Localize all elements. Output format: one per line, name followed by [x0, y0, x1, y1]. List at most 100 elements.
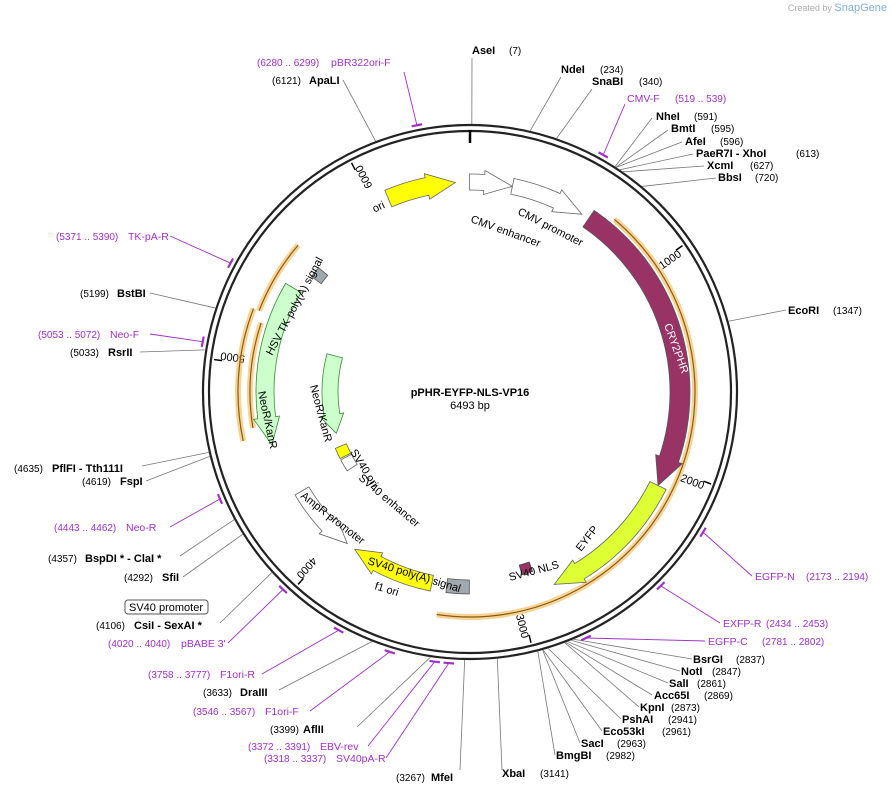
feature-cmv-promoter: [510, 178, 583, 215]
primer-f1ori-r[interactable]: (3758 .. 3777)F1ori-R: [148, 669, 255, 681]
svg-text:(2963): (2963): [617, 739, 646, 750]
site-acc65I[interactable]: Acc65I(2869): [654, 690, 733, 702]
svg-text:(2873): (2873): [671, 703, 700, 714]
site-leader-6: [619, 153, 694, 171]
site-ndeI[interactable]: NdeI(234): [561, 64, 623, 76]
svg-text:AflII: AflII: [303, 724, 324, 736]
svg-text:(3267): (3267): [396, 773, 425, 784]
svg-text:(519 .. 539): (519 .. 539): [675, 94, 726, 105]
site-rsrII[interactable]: (5033)RsrII: [70, 347, 132, 359]
site-aseI[interactable]: AseI(7): [472, 45, 521, 57]
site-notI[interactable]: NotI(2847): [681, 666, 741, 678]
primer-sv40pa-r[interactable]: (3318 .. 3337) SV40pA-R: [264, 753, 386, 765]
svg-text:(2869): (2869): [704, 691, 733, 702]
svg-text:F1ori-F: F1ori-F: [265, 706, 299, 718]
tick-mark-4000: [297, 577, 305, 585]
svg-text:(3399): (3399): [270, 725, 299, 736]
primer-leader-4: [586, 637, 706, 642]
svg-text:(2861): (2861): [697, 679, 726, 690]
svg-text:(595): (595): [711, 124, 734, 135]
site-aflII[interactable]: (3399) AflII: [270, 724, 324, 736]
site-tth111I[interactable]: (4635)PflFI - Tth111I: [14, 463, 123, 475]
feature-cmv-enhancer: [468, 169, 514, 195]
primer-mark-8: [333, 626, 344, 634]
svg-text:SV40pA-R: SV40pA-R: [336, 753, 386, 765]
site-apalI[interactable]: (6121)ApaLI: [272, 75, 340, 87]
primer-egfp-c[interactable]: EGFP-C(2781 .. 2802): [708, 636, 824, 648]
svg-text:(6121): (6121): [272, 76, 301, 87]
primer-mark-0: [411, 123, 423, 128]
site-xcmI[interactable]: XcmI(627): [707, 160, 773, 172]
svg-text:BstBI: BstBI: [117, 288, 146, 300]
primer-ebv-rev[interactable]: (3372 .. 3391)EBV-rev: [248, 741, 359, 753]
site-kpnI[interactable]: KpnI(2873): [640, 702, 700, 714]
site-xhoI[interactable]: PaeR7I - XhoI(613): [696, 148, 819, 160]
svg-text:CMV-F: CMV-F: [627, 93, 660, 105]
site-bmgbI[interactable]: BmgBI(2982): [556, 750, 635, 762]
svg-text:(627): (627): [750, 161, 773, 172]
site-draIII[interactable]: (3633)DraIII: [203, 687, 268, 699]
svg-text:PflFI - Tth111I: PflFI - Tth111I: [52, 463, 123, 475]
primer-mark-2: [699, 527, 707, 538]
svg-text:Neo-F: Neo-F: [110, 329, 139, 341]
site-sacI[interactable]: SacI(2963): [581, 738, 646, 750]
primer-egfp-n[interactable]: EGFP-N(2173 .. 2194): [755, 571, 868, 583]
credit-prefix: Created by: [787, 3, 832, 13]
site-leader-19: [496, 658, 503, 771]
site-eco53kI[interactable]: Eco53kI(2961): [603, 726, 691, 738]
backbone-outer-ring: [201, 123, 739, 661]
svg-text:(2982): (2982): [606, 751, 635, 762]
site-bbsI[interactable]: BbsI(720): [718, 172, 778, 184]
site-pshaI[interactable]: PshAI(2941): [622, 714, 697, 726]
site-bsrgI[interactable]: BsrGI(2837): [693, 654, 765, 666]
svg-text:(4292): (4292): [124, 573, 153, 584]
svg-text:(2434 .. 2453): (2434 .. 2453): [766, 619, 828, 630]
primer-f1ori-f[interactable]: (3546 .. 3567)F1ori-F: [193, 706, 299, 718]
primer-leader-2: [702, 531, 753, 577]
site-afeI[interactable]: AfeI (596): [685, 136, 743, 148]
svg-text:(7): (7): [509, 46, 521, 57]
site-sexaI[interactable]: (4106)CsiI - SexAI *: [96, 620, 203, 632]
svg-text:(6280 .. 6299): (6280 .. 6299): [257, 58, 319, 69]
site-leader-22: [278, 641, 373, 691]
primer-exfp-r[interactable]: EXFP-R (2434 .. 2453): [723, 618, 828, 630]
site-xbaI[interactable]: XbaI(3141): [502, 768, 569, 780]
site-leader-5: [615, 141, 683, 168]
primer-cmv-f[interactable]: CMV-F (519 .. 539): [627, 93, 726, 105]
feature-ampr-promoter: [294, 486, 348, 545]
site-ecorI[interactable]: EcoRI(1347): [788, 305, 862, 317]
site-mfeI[interactable]: (3267)MfeI: [396, 772, 453, 784]
svg-text:AfeI: AfeI: [685, 136, 706, 148]
primer-neo-f[interactable]: (5053 .. 5072)Neo-F: [38, 329, 139, 341]
primer-leader-7: [309, 651, 391, 712]
primer-mark-11: [200, 336, 205, 348]
site-claI[interactable]: (4357)BspDI * - ClaI *: [48, 553, 162, 565]
primer-mark-7: [384, 649, 396, 655]
svg-text:F1ori-R: F1ori-R: [220, 669, 255, 681]
svg-text:SalI: SalI: [669, 678, 689, 690]
site-bstbI[interactable]: (5199)BstBI: [80, 288, 146, 300]
site-leader-28: [139, 349, 206, 353]
site-fspI[interactable]: (4619)FspI: [82, 476, 143, 488]
feature-eyfp: [553, 480, 667, 585]
primer-neo-r[interactable]: (4443 .. 4462)Neo-R: [54, 522, 157, 534]
svg-text:(596): (596): [720, 137, 743, 148]
snapgene-logo: SnapGene: [834, 2, 887, 14]
primer-tk-pa-r[interactable]: (5371 .. 5390)TK-pA-R: [56, 231, 169, 243]
primer-pbabe3[interactable]: (4020 .. 4040)pBABE 3': [108, 638, 226, 650]
site-leader-12: [567, 641, 669, 684]
site-bmtI[interactable]: BmtI(595): [671, 123, 734, 135]
site-nheI[interactable]: NheI(591): [656, 111, 717, 123]
site-salI[interactable]: SalI (2861): [669, 678, 726, 690]
svg-text:(2837): (2837): [736, 655, 765, 666]
svg-text:(3318 .. 3337): (3318 .. 3337): [264, 754, 326, 765]
feature-sv40-promoter-label[interactable]: SV40 promoter: [124, 599, 209, 615]
site-sfiI[interactable]: (4292)SfiI: [124, 572, 179, 584]
svg-text:EXFP-R: EXFP-R: [723, 618, 762, 630]
svg-text:CsiI - SexAI *: CsiI - SexAI *: [134, 620, 203, 632]
site-snabI[interactable]: SnaBI(340): [592, 76, 662, 88]
svg-text:(2941): (2941): [668, 715, 697, 726]
primer-pbr322ori-f[interactable]: (6280 .. 6299)pBR322ori-F: [257, 57, 391, 69]
site-leader-8: [641, 177, 717, 187]
primer-mark-5: [443, 661, 455, 665]
